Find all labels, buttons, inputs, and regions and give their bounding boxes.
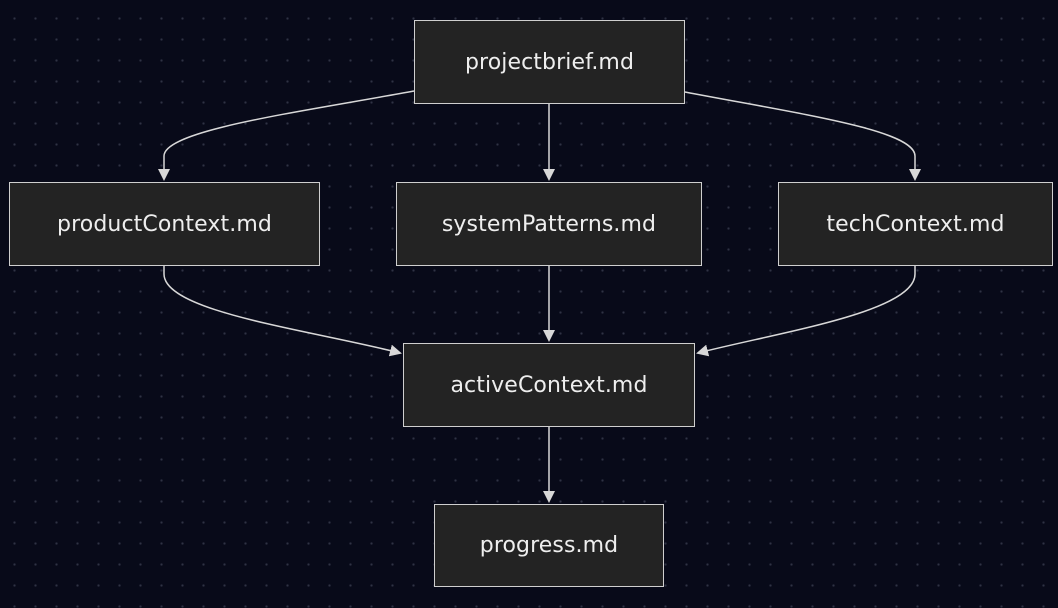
node-systempatterns[interactable]: systemPatterns.md [396,182,702,266]
edge-product-to-active [163,266,402,357]
node-label: projectbrief.md [464,49,635,75]
node-productcontext[interactable]: productContext.md [9,182,320,266]
node-projectbrief[interactable]: projectbrief.md [414,20,685,104]
node-label: productContext.md [57,211,272,237]
node-activecontext[interactable]: activeContext.md [403,343,695,427]
node-label: activeContext.md [450,372,648,398]
edge-brief-to-tech [684,91,921,181]
node-techcontext[interactable]: techContext.md [778,182,1053,266]
node-label: progress.md [479,533,619,558]
edge-tech-to-active [696,266,916,357]
node-label: techContext.md [826,211,1005,237]
node-label: systemPatterns.md [441,211,657,237]
edge-brief-to-product [158,90,415,181]
node-progress[interactable]: progress.md [434,504,664,587]
